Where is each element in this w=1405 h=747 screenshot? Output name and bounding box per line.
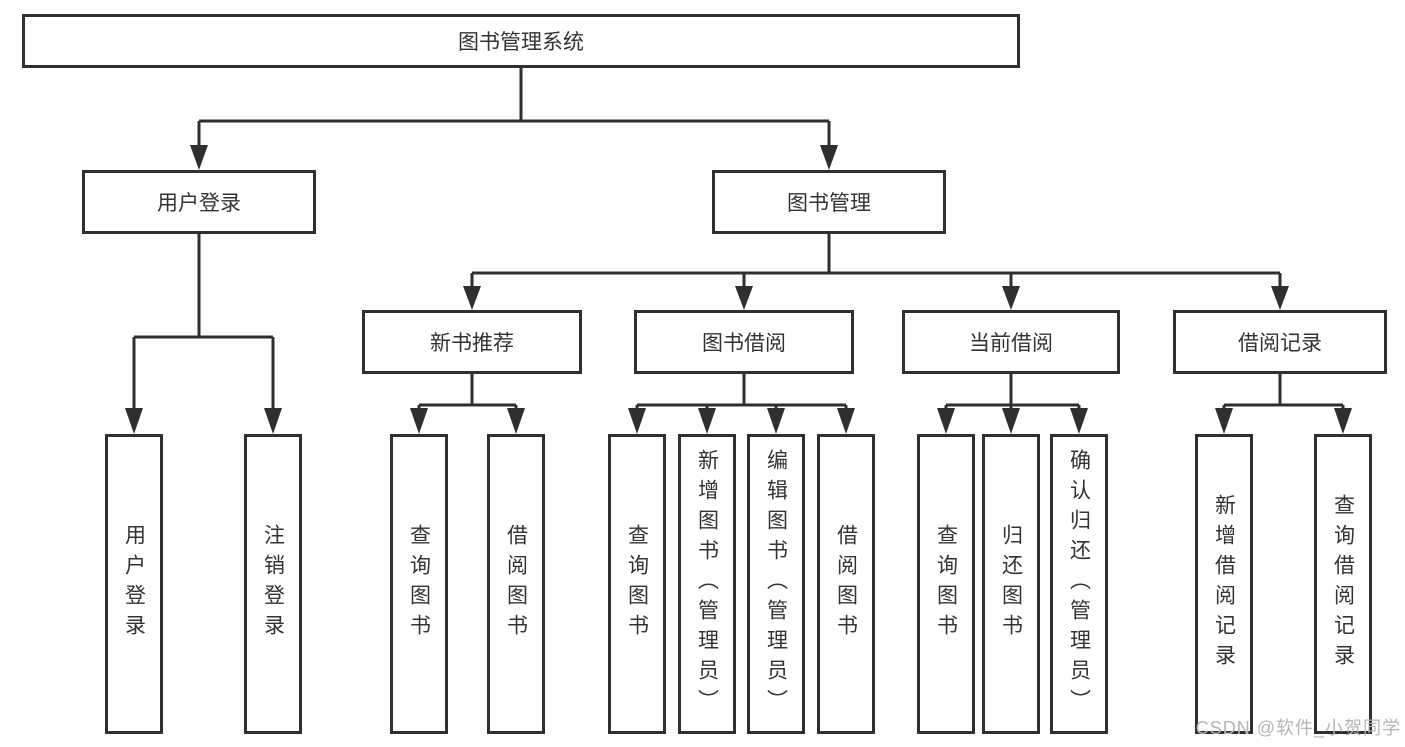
node-label: 图书管理系统: [458, 31, 584, 54]
leaf-borrow-books-recommend: 借阅图书: [487, 434, 545, 734]
arrow-down-icon: [698, 408, 716, 434]
node-label: 借阅图书: [834, 524, 858, 644]
arrow-down-icon: [735, 286, 753, 310]
leaf-return-books: 归还图书: [982, 434, 1040, 734]
node-label: 新增借阅记录: [1212, 494, 1236, 674]
connector-current-to-leaves: [937, 374, 1088, 434]
leaf-add-borrow-record: 新增借阅记录: [1195, 434, 1253, 734]
arrow-down-icon: [767, 408, 785, 434]
node-label: 查询借阅记录: [1331, 494, 1355, 674]
connector-root-to-level2: [190, 68, 838, 170]
connector-borrowing-to-leaves: [628, 374, 855, 434]
node-library-management-system: 图书管理系统: [22, 14, 1020, 68]
node-label: 用户登录: [157, 192, 241, 215]
connector-records-to-leaves: [1215, 374, 1352, 434]
leaf-query-borrow-record: 查询借阅记录: [1314, 434, 1372, 734]
leaf-logout: 注销登录: [244, 434, 302, 734]
arrow-down-icon: [507, 408, 525, 434]
node-user-login: 用户登录: [82, 170, 316, 234]
node-current-borrowing: 当前借阅: [902, 310, 1120, 374]
arrow-down-icon: [1215, 408, 1233, 434]
arrow-down-icon: [1334, 408, 1352, 434]
node-book-borrowing: 图书借阅: [634, 310, 854, 374]
node-label: 查询图书: [934, 524, 958, 644]
node-label: 查询图书: [407, 524, 431, 644]
node-label: 查询图书: [625, 524, 649, 644]
arrow-down-icon: [264, 408, 282, 434]
leaf-add-book-admin: 新增图书（管理员）: [678, 434, 736, 734]
leaf-query-books-borrow: 查询图书: [608, 434, 666, 734]
leaf-confirm-return-admin: 确认归还（管理员）: [1050, 434, 1108, 734]
arrow-down-icon: [1070, 408, 1088, 434]
node-label: 图书管理: [787, 192, 871, 215]
node-label: 新书推荐: [430, 332, 514, 355]
node-label: 用户登录: [122, 524, 146, 644]
connector-book-management-to-level3: [463, 234, 1289, 310]
node-label: 注销登录: [261, 524, 285, 644]
node-label: 当前借阅: [969, 332, 1053, 355]
node-label: 编辑图书（管理员）: [764, 449, 788, 719]
arrow-down-icon: [1002, 286, 1020, 310]
arrow-down-icon: [937, 408, 955, 434]
leaf-user-login: 用户登录: [105, 434, 163, 734]
leaf-query-books-recommend: 查询图书: [390, 434, 448, 734]
arrow-down-icon: [628, 408, 646, 434]
node-label: 图书借阅: [702, 332, 786, 355]
connector-user-login-to-leaves: [125, 234, 282, 434]
node-label: 新增图书（管理员）: [695, 449, 719, 719]
arrow-down-icon: [1002, 408, 1020, 434]
leaf-borrow-books: 借阅图书: [817, 434, 875, 734]
watermark: CSDN @软件_小贺同学: [1195, 718, 1401, 738]
node-label: 借阅记录: [1238, 332, 1322, 355]
arrow-down-icon: [125, 408, 143, 434]
arrow-down-icon: [410, 408, 428, 434]
node-book-management: 图书管理: [712, 170, 946, 234]
node-borrowing-records: 借阅记录: [1173, 310, 1387, 374]
connector-recommend-to-leaves: [410, 374, 525, 434]
arrow-down-icon: [463, 286, 481, 310]
arrow-down-icon: [820, 145, 838, 170]
leaf-query-books-current: 查询图书: [917, 434, 975, 734]
leaf-edit-book-admin: 编辑图书（管理员）: [747, 434, 805, 734]
node-new-book-recommendation: 新书推荐: [362, 310, 582, 374]
node-label: 归还图书: [999, 524, 1023, 644]
arrow-down-icon: [190, 145, 208, 170]
arrow-down-icon: [1271, 286, 1289, 310]
node-label: 确认归还（管理员）: [1067, 449, 1091, 719]
node-label: 借阅图书: [504, 524, 528, 644]
arrow-down-icon: [837, 408, 855, 434]
